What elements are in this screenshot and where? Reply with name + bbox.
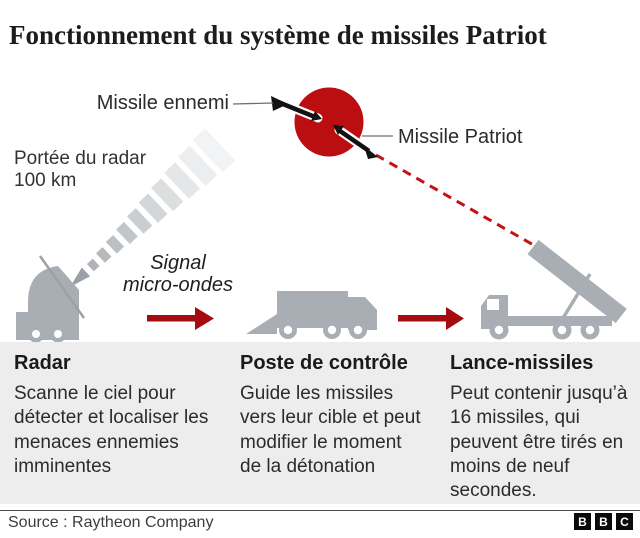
source-credit: Source : Raytheon Company xyxy=(8,514,214,531)
radar-column: Radar Scanne le ciel pour détecter et lo… xyxy=(14,352,214,479)
control-post-body: Guide les missiles vers leur cible et pe… xyxy=(240,383,421,477)
microwave-signal-label: Signal micro-ondes xyxy=(113,252,243,296)
radar-column-heading: Radar xyxy=(14,352,71,374)
radar-range-line2: 100 km xyxy=(14,170,77,192)
bbc-logo-letter-b1: B xyxy=(574,513,591,530)
control-to-launcher-arrow-icon xyxy=(398,307,464,330)
control-post-column: Poste de contrôle Guide les missiles ver… xyxy=(240,352,425,479)
missile-trajectory-dashed-line xyxy=(375,153,538,249)
radar-range-line1: Portée du radar xyxy=(14,148,147,169)
signal-line1: Signal xyxy=(150,252,206,274)
radar-range-label: Portée du radar 100 km xyxy=(14,148,146,193)
bbc-logo-letter-c: C xyxy=(616,513,633,530)
enemy-missile-icon xyxy=(271,96,323,123)
radar-vehicle-icon xyxy=(16,255,86,343)
control-post-heading: Poste de contrôle xyxy=(240,352,408,374)
launcher-truck-icon xyxy=(481,239,627,340)
radar-column-body: Scanne le ciel pour détecter et localise… xyxy=(14,383,209,477)
enemy-label-line xyxy=(232,102,274,105)
signal-line2: micro-ondes xyxy=(122,274,234,296)
signal-arrow-icon xyxy=(147,307,214,330)
radar-beam-icon xyxy=(70,128,236,287)
control-truck-icon xyxy=(246,291,377,339)
enemy-missile-label: Missile ennemi xyxy=(96,92,229,114)
patriot-missile-label: Missile Patriot xyxy=(398,126,523,148)
description-panel: Radar Scanne le ciel pour détecter et lo… xyxy=(0,342,640,504)
explosion-circle xyxy=(294,87,364,157)
launcher-column: Lance-missiles Peut contenir jusqu’à 16 … xyxy=(450,352,628,504)
patriot-missile-icon xyxy=(333,125,378,159)
launcher-body: Peut contenir jusqu’à 16 missiles, qui p… xyxy=(450,383,628,502)
launcher-heading: Lance-missiles xyxy=(450,352,594,374)
bbc-logo-letter-b2: B xyxy=(595,513,612,530)
bbc-logo: B B C xyxy=(574,513,633,530)
footer-divider xyxy=(0,510,640,511)
page-title: Fonctionnement du système de missiles Pa… xyxy=(9,20,547,51)
